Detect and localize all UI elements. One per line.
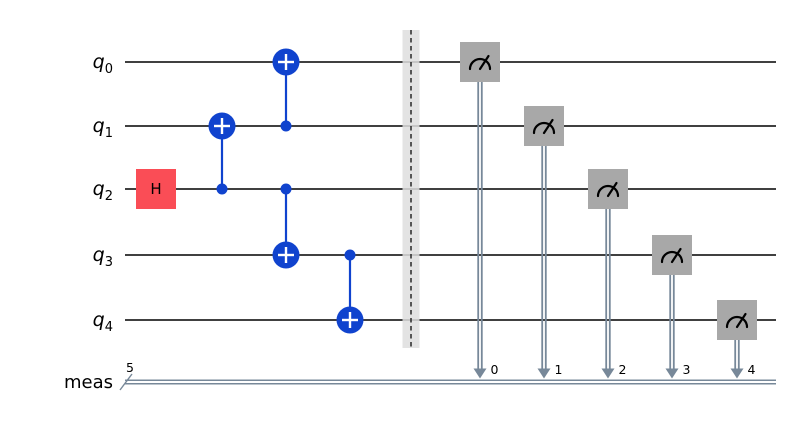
qubit-label-q1: q1 <box>93 115 113 141</box>
measure-q2-bit-label: 2 <box>619 362 627 377</box>
measure-q4-box <box>717 300 757 340</box>
measure-q3-box <box>652 235 692 275</box>
measure-q2-meter-needle-icon <box>606 181 618 198</box>
measure-q3-bit-label: 3 <box>683 362 691 377</box>
measure-q1-meter-needle-icon <box>542 118 554 135</box>
cx-gate-c2-t3-control-dot <box>280 183 292 195</box>
measure-q2-box <box>588 169 628 209</box>
h-gate-label: H <box>150 180 161 198</box>
measure-q4-bit-label: 4 <box>748 362 756 377</box>
measure-q1-box <box>524 106 564 146</box>
measure-q0-bit-label: 0 <box>491 362 499 377</box>
measure-q4-meter-arc-icon <box>725 315 749 329</box>
measure-q4-arrowhead <box>730 368 744 379</box>
classical-register-label: meas <box>64 372 113 393</box>
measure-q0-arrowhead <box>473 368 487 379</box>
measure-q3-arrowhead <box>665 368 679 379</box>
measure-q4-meter-needle-icon <box>735 312 747 329</box>
qubit-label-q4: q4 <box>93 309 113 335</box>
measure-q3-meter-needle-icon <box>670 247 682 264</box>
qubit-label-q0: q0 <box>93 51 113 77</box>
cx-gate-c1-t0-control-dot <box>280 120 292 132</box>
qubit-label-q3: q3 <box>93 244 113 270</box>
measure-q2-arrowhead <box>601 368 615 379</box>
measure-q3-meter-arc-icon <box>660 250 684 264</box>
register-size-slash <box>119 373 133 391</box>
measure-q0-box <box>460 42 500 82</box>
cx-gate-c2-t1-control-dot <box>216 183 228 195</box>
measure-q1-bit-label: 1 <box>555 362 563 377</box>
barrier-band <box>402 30 420 348</box>
register-size-label: 5 <box>126 360 134 375</box>
measure-q0-meter-arc-icon <box>468 57 492 71</box>
cx-gate-c3-t4-control-dot <box>344 249 356 261</box>
h-gate-box <box>136 169 176 209</box>
measure-q1-meter-arc-icon <box>532 121 556 135</box>
measure-q0-meter-needle-icon <box>478 54 490 71</box>
measure-q1-arrowhead <box>537 368 551 379</box>
measure-q2-meter-arc-icon <box>596 184 620 198</box>
qubit-label-q2: q2 <box>93 178 113 204</box>
